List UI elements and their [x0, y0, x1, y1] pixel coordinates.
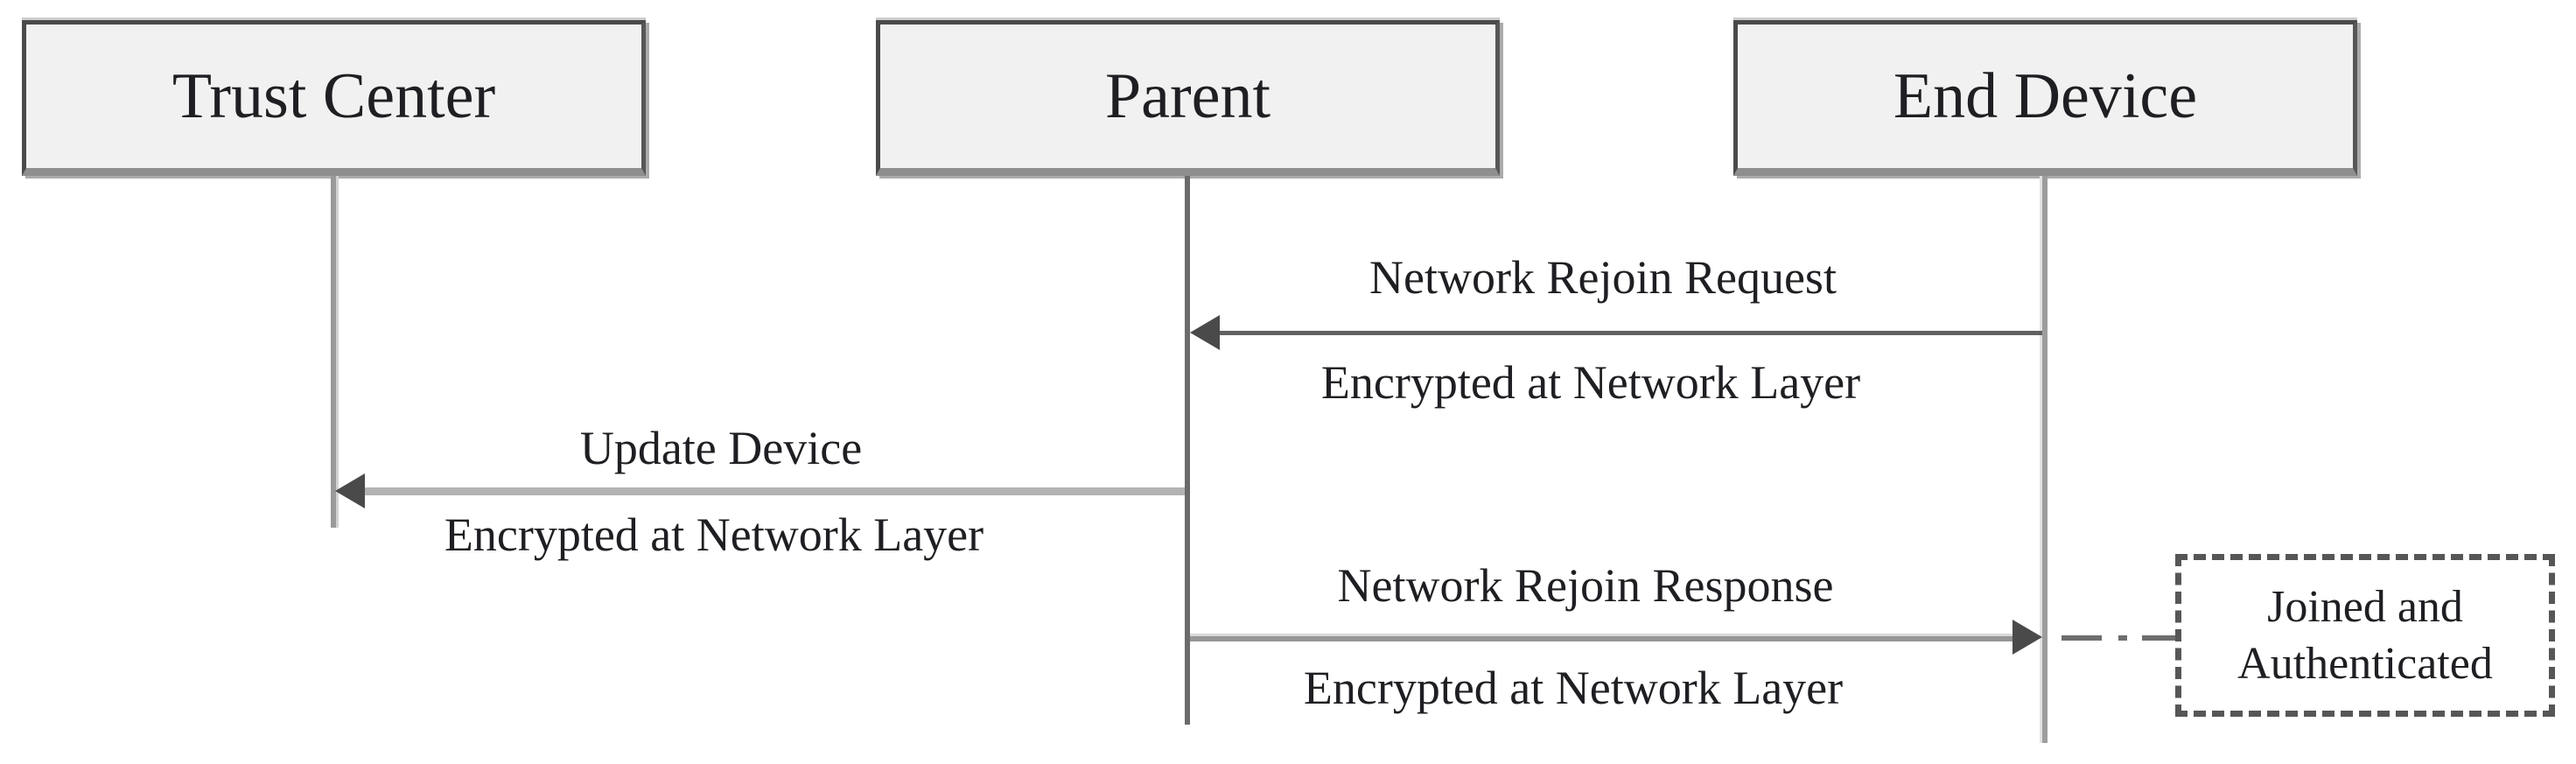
actor-box-trust-center: Trust Center — [22, 20, 646, 176]
arrowhead-left-icon — [335, 473, 365, 508]
arrowhead-right-icon — [2012, 620, 2042, 655]
message-sublabel-encrypted-1: Encrypted at Network Layer — [1320, 356, 1861, 409]
message-sublabel-encrypted-2: Encrypted at Network Layer — [444, 508, 984, 561]
message-sublabel-encrypted-3: Encrypted at Network Layer — [1303, 662, 1844, 714]
note-connector-dot — [2118, 635, 2127, 641]
note-connector-dash — [2142, 635, 2175, 641]
message-label-update-device: Update Device — [579, 422, 863, 474]
message-arrow-update-device — [361, 487, 1185, 495]
message-label-network-rejoin-request: Network Rejoin Request — [1369, 251, 1837, 304]
lifeline-parent — [1185, 176, 1190, 725]
actor-box-parent: Parent — [876, 20, 1500, 176]
lifeline-end-device — [2042, 176, 2048, 743]
actor-label-end-device: End Device — [1893, 60, 2198, 132]
note-line-2: Authenticated — [2237, 639, 2493, 689]
actor-box-end-device: End Device — [1733, 20, 2357, 176]
message-label-network-rejoin-response: Network Rejoin Response — [1337, 559, 1834, 612]
lifeline-trust-center — [331, 176, 336, 528]
note-line-1: Joined and — [2267, 582, 2463, 632]
arrowhead-left-icon — [1190, 315, 1220, 350]
message-arrow-network-rejoin-response — [1190, 634, 2014, 641]
note-connector-dash — [2062, 635, 2102, 641]
actor-label-trust-center: Trust Center — [172, 60, 496, 132]
message-arrow-network-rejoin-request — [1218, 331, 2042, 335]
actor-label-parent: Parent — [1104, 60, 1271, 132]
note-box-joined-authenticated: Joined and Authenticated — [2175, 554, 2555, 717]
